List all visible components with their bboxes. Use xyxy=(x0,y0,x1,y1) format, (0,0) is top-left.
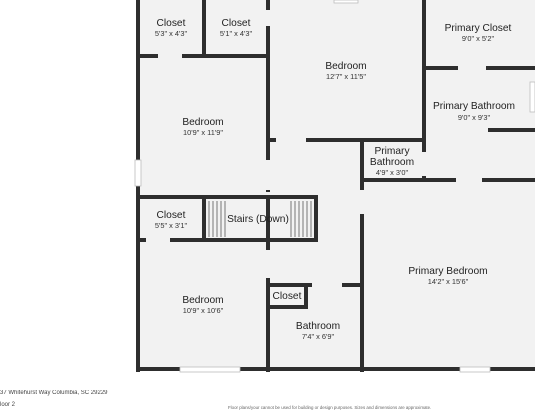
closet-d-name: Closet xyxy=(273,291,302,302)
closet-b-name: Closet xyxy=(222,18,251,29)
walls xyxy=(136,0,535,372)
floor-area xyxy=(137,0,535,370)
bedroom-top-dims: 12'7" x 11'5" xyxy=(326,72,366,81)
bedroom-left-dims: 10'9" x 11'9" xyxy=(183,128,223,137)
bathroom-name: Bathroom xyxy=(296,321,340,332)
primary-bathroom-dims: 9'0" x 9'3" xyxy=(458,113,491,122)
bathroom-dims: 7'4" x 6'9" xyxy=(302,332,335,341)
primary-bathroom-small-dims: 4'9" x 3'0" xyxy=(376,168,409,177)
primary-bedroom-name: Primary Bedroom xyxy=(408,266,487,277)
stairs-name: Stairs (Down) xyxy=(227,214,289,225)
room-labels: Closet 5'3" x 4'3" Closet 5'1" x 4'3" Be… xyxy=(155,18,515,341)
floor-label: loor 2 xyxy=(0,402,16,408)
primary-closet-name: Primary Closet xyxy=(445,23,512,34)
closet-a-dims: 5'3" x 4'3" xyxy=(155,29,188,38)
bedroom-left-name: Bedroom xyxy=(182,117,223,128)
bedroom-top-name: Bedroom xyxy=(325,61,366,72)
closet-a-name: Closet xyxy=(157,18,186,29)
windows xyxy=(134,0,535,373)
primary-closet-dims: 9'0" x 5'2" xyxy=(462,34,495,43)
disclaimer: Floor plans/your cannot be used for buil… xyxy=(228,405,432,410)
stair-treads xyxy=(208,201,312,237)
closet-c-dims: 5'5" x 3'1" xyxy=(155,221,188,230)
bedroom-bottom-name: Bedroom xyxy=(182,295,223,306)
bedroom-bottom-dims: 10'9" x 10'6" xyxy=(183,306,224,315)
doorways xyxy=(146,10,486,288)
primary-bathroom-small-name-2: Bathroom xyxy=(370,157,414,168)
property-address: 37 Whitehurst Way Columbia, SC 29229 xyxy=(0,390,108,396)
primary-bathroom-name: Primary Bathroom xyxy=(433,101,515,112)
primary-bedroom-dims: 14'2" x 15'6" xyxy=(428,277,469,286)
closet-b-dims: 5'1" x 4'3" xyxy=(220,29,253,38)
closet-c-name: Closet xyxy=(157,210,186,221)
primary-bathroom-small-name-1: Primary xyxy=(374,146,410,157)
